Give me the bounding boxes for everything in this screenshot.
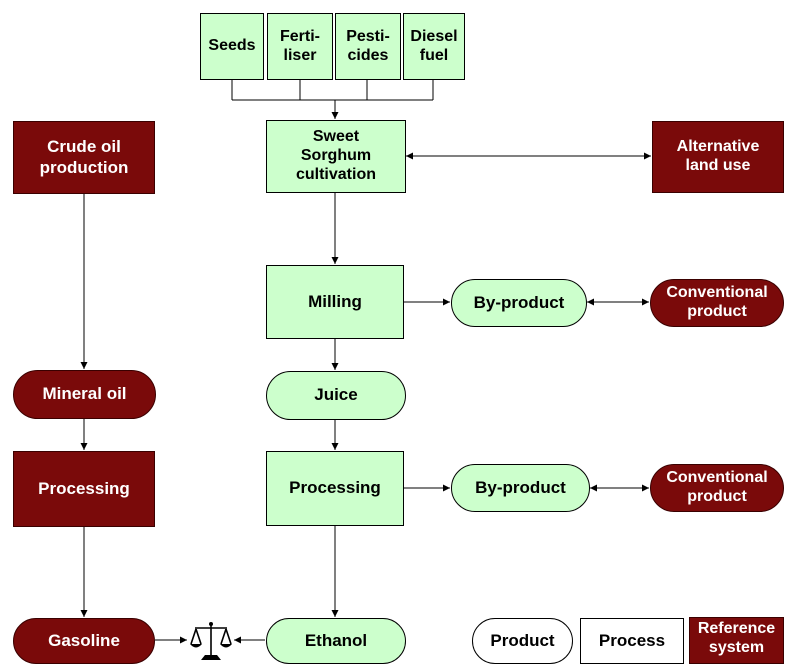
legend-product: Product xyxy=(472,618,573,664)
juice-product: Juice xyxy=(266,371,406,420)
milling-box: Milling xyxy=(266,265,404,339)
processing-box: Processing xyxy=(266,451,404,526)
crude-oil-production-box: Crude oil production xyxy=(13,121,155,194)
alternative-land-use-box: Alternative land use xyxy=(652,121,784,193)
seeds-box: Seeds xyxy=(200,13,264,80)
reference-processing-box: Processing xyxy=(13,451,155,527)
processing-byproduct: By-product xyxy=(451,464,590,512)
legend-process: Process xyxy=(580,618,684,664)
fertiliser-box: Ferti- liser xyxy=(267,13,333,80)
conventional-product-1: Conventional product xyxy=(650,279,784,327)
legend-reference-system: Reference system xyxy=(689,617,784,664)
pesticides-box: Pesti- cides xyxy=(335,13,401,80)
conventional-product-2: Conventional product xyxy=(650,464,784,512)
ethanol-product: Ethanol xyxy=(266,618,406,664)
diesel-fuel-box: Diesel fuel xyxy=(403,13,465,80)
mineral-oil-product: Mineral oil xyxy=(13,370,156,419)
gasoline-product: Gasoline xyxy=(13,618,155,664)
sweet-sorghum-cultivation-box: Sweet Sorghum cultivation xyxy=(266,120,406,193)
balance-scale-icon xyxy=(190,622,232,660)
milling-byproduct: By-product xyxy=(451,279,587,327)
